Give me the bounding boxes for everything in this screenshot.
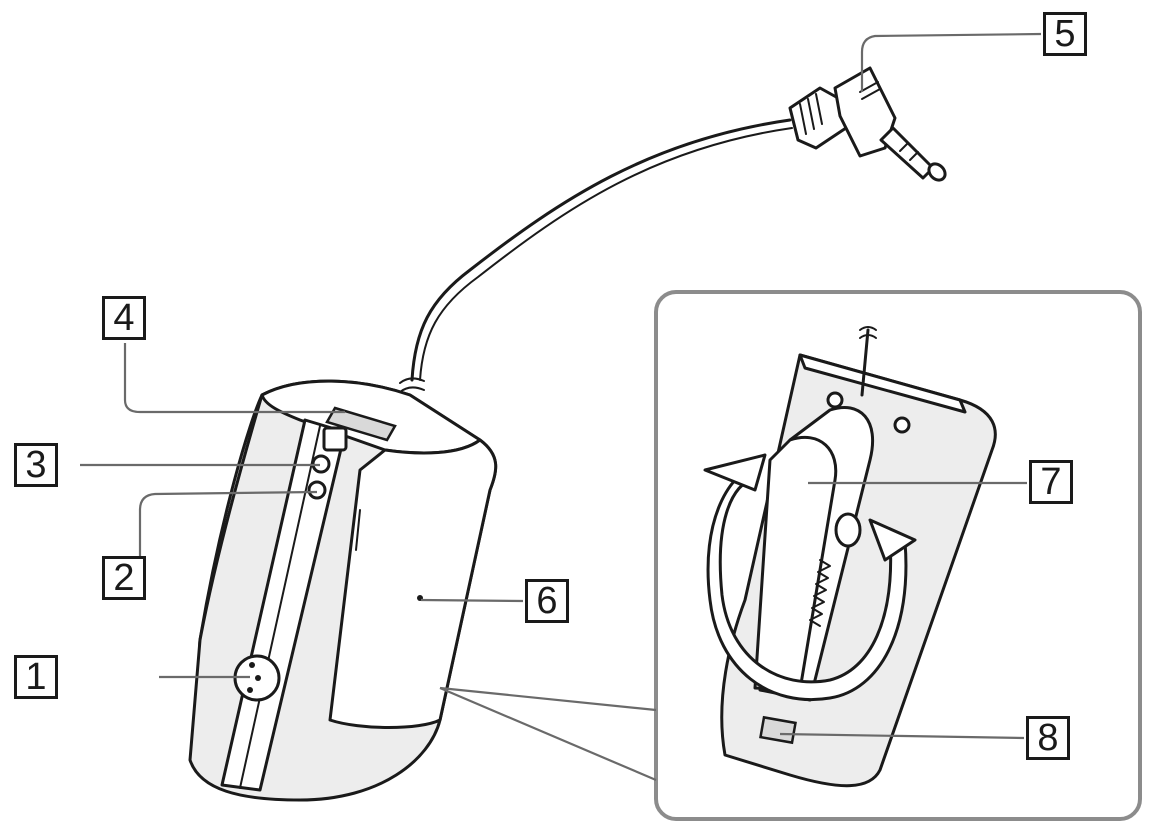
callout-2: 2 bbox=[102, 556, 146, 600]
callout-5: 5 bbox=[1043, 12, 1087, 56]
callout-3: 3 bbox=[14, 443, 58, 487]
callout-7: 7 bbox=[1029, 460, 1073, 504]
callout-4: 4 bbox=[102, 296, 146, 340]
callout-1: 1 bbox=[14, 655, 58, 699]
headphone-plug bbox=[790, 68, 948, 183]
cable-inner bbox=[420, 128, 792, 380]
inset-connector-lines bbox=[440, 688, 656, 780]
callout-8: 8 bbox=[1026, 716, 1070, 760]
main-unit bbox=[190, 381, 496, 800]
inset-device bbox=[722, 327, 996, 786]
cable bbox=[412, 120, 790, 380]
callout-6: 6 bbox=[525, 579, 569, 623]
